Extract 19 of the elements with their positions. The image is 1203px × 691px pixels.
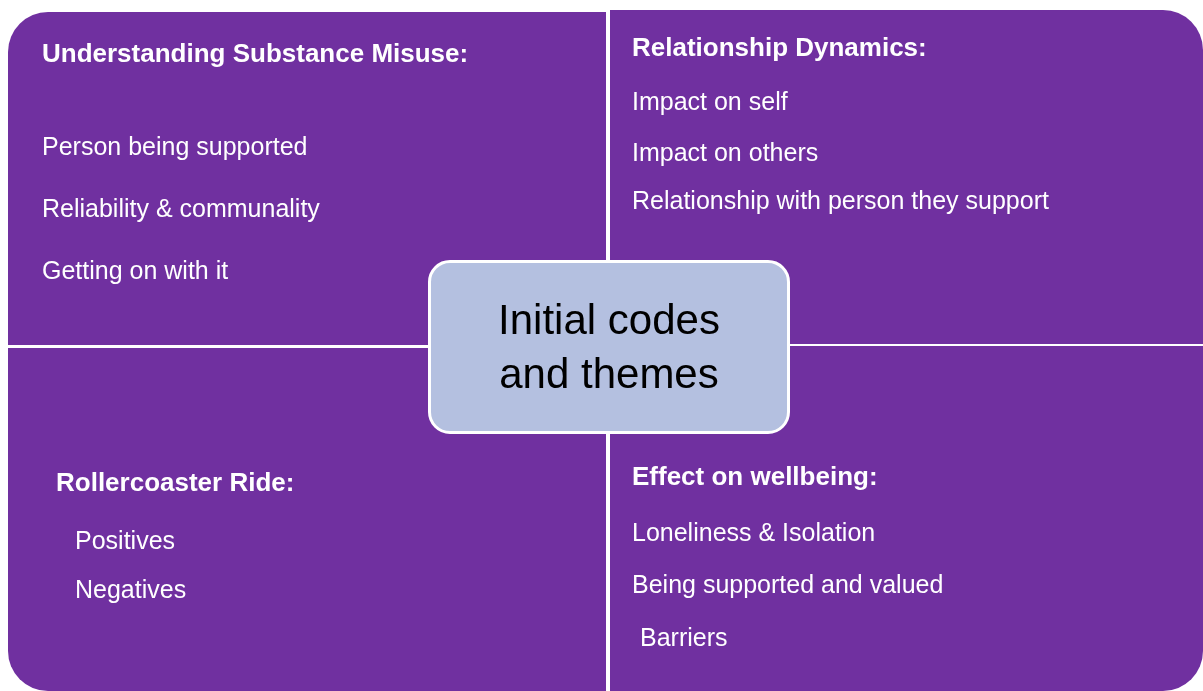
list-item: Positives [75,525,176,555]
quadrant-panel [8,12,606,345]
list-item: Loneliness & Isolation [632,517,876,547]
list-item: Impact on self [632,86,788,116]
panel-heading: Understanding Substance Misuse: [42,38,469,68]
list-item: Relationship with person they support [632,185,1049,215]
center-title: Initial codes and themes [497,295,721,399]
panel-heading: Relationship Dynamics: [632,32,927,62]
panel-heading: Effect on wellbeing: [632,461,878,491]
list-item: Impact on others [632,137,819,167]
panel-heading: Rollercoaster Ride: [56,467,295,497]
list-item: Barriers [640,622,728,652]
list-item: Person being supported [42,131,308,161]
list-item: Being supported and valued [632,569,944,599]
center-box [428,260,790,434]
list-item: Negatives [75,574,187,604]
list-item: Reliability & communality [42,193,320,223]
list-item: Getting on with it [42,255,229,285]
quadrant-panel [610,10,1203,344]
